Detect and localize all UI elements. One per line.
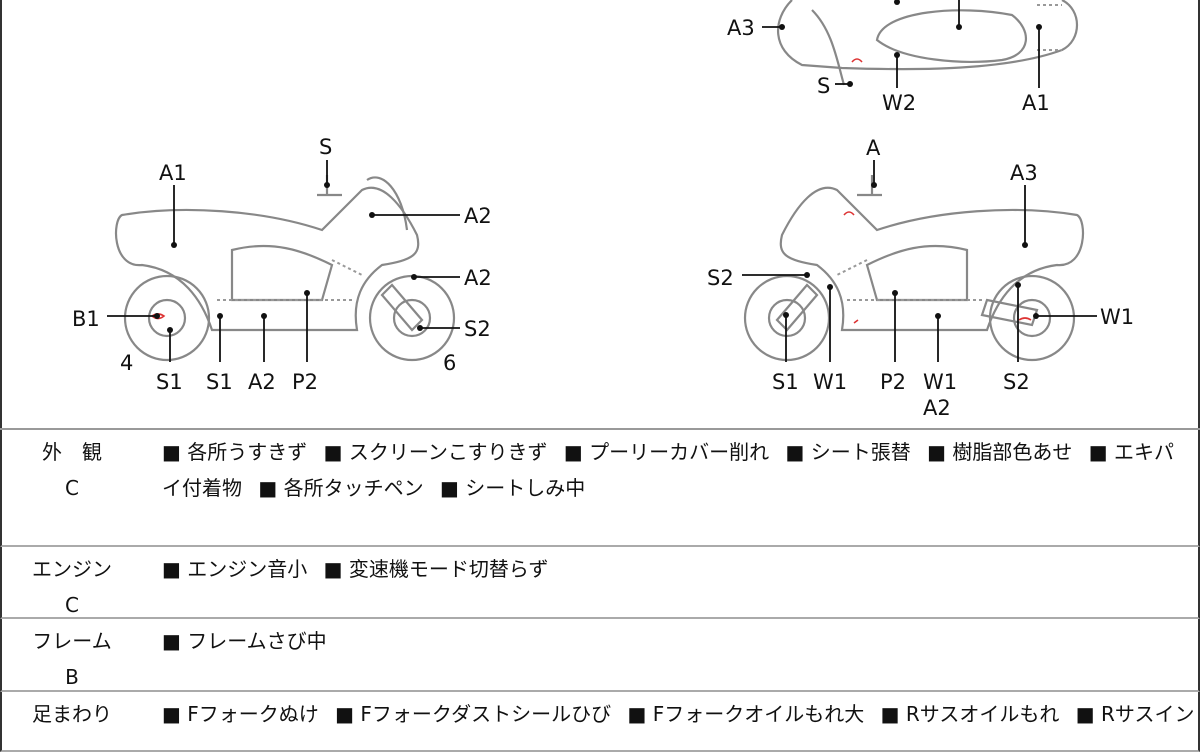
label-right-s2: S2 — [707, 266, 734, 290]
label-right-a2: A2 — [923, 396, 951, 420]
label-left-a2-upper: A2 — [464, 204, 492, 228]
left-view-leaders — [107, 160, 460, 362]
label-right-w1-b: W1 — [923, 370, 957, 394]
damage-diagram: A3 S W2 A1 S A1 A2 A2 B1 S2 4 6 S1 S1 A2… — [0, 0, 1200, 430]
condition-item: Fフォークぬけ — [162, 702, 319, 726]
condition-table: 外 観 C 各所うすきず スクリーンこすりきず プーリーカバー削れ シート張替 樹… — [0, 428, 1200, 752]
label-top-s: S — [817, 74, 830, 98]
condition-item: スクリーンこすりきず — [324, 440, 548, 464]
condition-item: プーリーカバー削れ — [564, 440, 769, 464]
label-left-a2-bottom: A2 — [248, 370, 276, 394]
condition-row-engine: エンジン C エンジン音小 変速機モード切替らず — [0, 547, 1200, 619]
scooter-diagram-svg: A3 S W2 A1 S A1 A2 A2 B1 S2 4 6 S1 S1 A2… — [72, 0, 1134, 420]
label-right-s2-bottom: S2 — [1003, 370, 1030, 394]
grade-label: C — [65, 593, 79, 617]
label-left-b1: B1 — [72, 307, 100, 331]
condition-item: 各所うすきず — [162, 440, 307, 464]
condition-row-exterior: 外 観 C 各所うすきず スクリーンこすりきず プーリーカバー削れ シート張替 樹… — [0, 430, 1200, 547]
condition-row-frame: フレーム B フレームさび中 — [0, 619, 1200, 692]
label-left-p2: P2 — [292, 370, 318, 394]
condition-item: 樹脂部色あせ — [927, 440, 1072, 464]
category-cell: エンジン C — [2, 547, 142, 617]
condition-items: エンジン音小 変速機モード切替らず — [142, 547, 1198, 617]
condition-items: Fフォークぬけ Fフォークダストシールひび Fフォークオイルもれ大 Rサスオイル… — [142, 692, 1198, 750]
label-top-a3: A3 — [727, 16, 755, 40]
category-cell: 外 観 C — [2, 430, 142, 545]
category-cell: フレーム B — [2, 619, 142, 690]
label-left-4: 4 — [120, 351, 133, 375]
condition-item: フレームさび中 — [162, 629, 327, 653]
label-right-s1: S1 — [772, 370, 799, 394]
label-right-a: A — [866, 136, 881, 160]
label-right-a3: A3 — [1010, 161, 1038, 185]
scooter-right-view — [743, 175, 1085, 362]
category-label: エンジン — [32, 557, 112, 581]
condition-row-suspension: 足まわり Fフォークぬけ Fフォークダストシールひび Fフォークオイルもれ大 R… — [0, 692, 1200, 752]
label-left-s1-b: S1 — [206, 370, 233, 394]
label-right-w1: W1 — [1100, 305, 1134, 329]
label-top-w2: W2 — [882, 91, 916, 115]
label-left-6: 6 — [443, 351, 456, 375]
label-left-s1-a: S1 — [156, 370, 183, 394]
scooter-left-view — [114, 175, 456, 362]
label-right-w1-a: W1 — [813, 370, 847, 394]
grade-label: C — [65, 476, 79, 500]
condition-item: シート張替 — [785, 440, 910, 464]
label-top-a1: A1 — [1022, 91, 1050, 115]
condition-item: エンジン音小 — [162, 557, 307, 581]
condition-item: 各所タッチペン — [258, 476, 423, 500]
category-label: フレーム — [32, 629, 112, 653]
label-left-s2: S2 — [464, 317, 491, 341]
scooter-top-view — [777, 0, 1078, 86]
label-right-p2: P2 — [880, 370, 906, 394]
label-left-a1: A1 — [159, 161, 187, 185]
category-cell: 足まわり — [2, 692, 142, 750]
condition-item: 変速機モード切替らず — [324, 557, 549, 581]
condition-item: シートしみ中 — [440, 476, 585, 500]
grade-label: B — [65, 665, 79, 689]
condition-item: Rサスオイルもれ — [881, 702, 1060, 726]
label-left-s: S — [319, 135, 332, 159]
right-view-leaders — [742, 160, 1097, 362]
condition-item: Fフォークダストシールひび — [335, 702, 611, 726]
condition-item: Fフォークオイルもれ大 — [627, 702, 864, 726]
top-view-leaders — [762, 0, 1042, 88]
category-label: 足まわり — [32, 702, 112, 726]
condition-items: フレームさび中 — [142, 619, 1198, 690]
label-left-a2-lower: A2 — [464, 266, 492, 290]
condition-items: 各所うすきず スクリーンこすりきず プーリーカバー削れ シート張替 樹脂部色あせ… — [142, 430, 1198, 545]
category-label: 外 観 — [42, 440, 102, 464]
condition-item: Rサスイン — [1076, 702, 1195, 726]
